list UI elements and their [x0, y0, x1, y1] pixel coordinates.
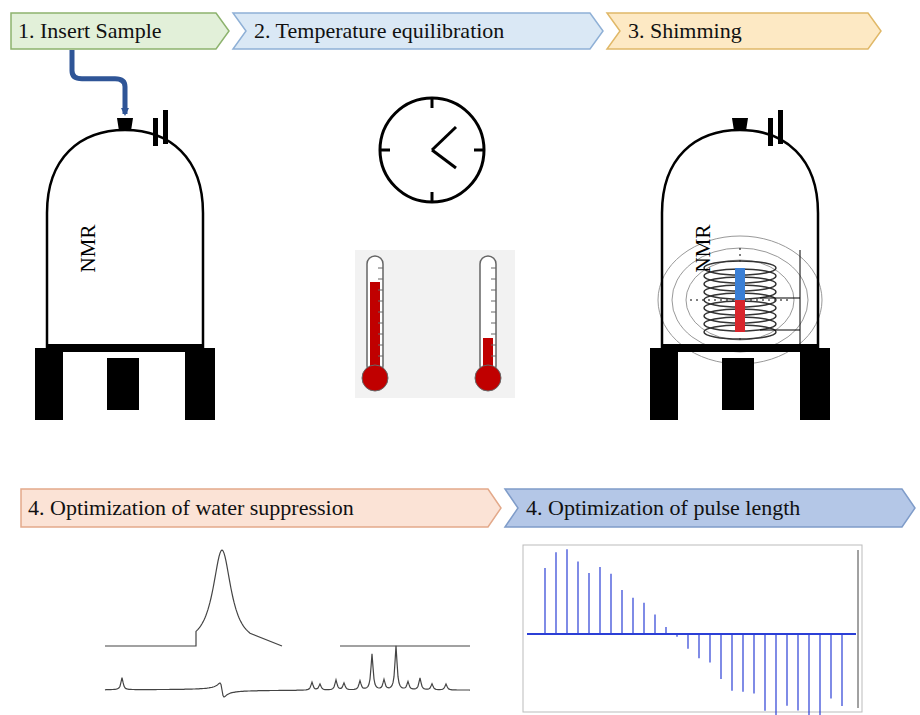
tick [378, 268, 383, 269]
stem [544, 568, 545, 634]
tick [491, 279, 496, 280]
stem [720, 634, 721, 679]
tick [491, 301, 496, 302]
magnet-leg [722, 358, 754, 410]
stem [819, 634, 820, 715]
magnet-base [47, 344, 203, 352]
step-label: 2. Temperature equilibration [254, 18, 504, 44]
nmr-magnet: NMR [35, 118, 215, 420]
stem [665, 627, 666, 634]
stem [599, 567, 600, 634]
tick [378, 356, 383, 357]
tick [378, 301, 383, 302]
water-peak-trace [105, 550, 470, 646]
stem [742, 634, 743, 692]
magnet-label: NMR [76, 225, 101, 273]
field-line [658, 236, 822, 364]
tick [378, 323, 383, 324]
chevron-fill [11, 13, 229, 49]
suppressed-trace [105, 646, 470, 697]
pulse-plot [523, 545, 862, 715]
port-pipe [153, 118, 158, 146]
tick [491, 323, 496, 324]
sample-port [732, 118, 748, 131]
stem [709, 634, 710, 662]
stem [621, 590, 622, 634]
stem [632, 598, 633, 634]
tick [378, 345, 383, 346]
stem [610, 574, 611, 634]
nmr-magnet: NMR [650, 118, 830, 420]
spectra [105, 550, 470, 697]
chevron-fill [21, 489, 501, 527]
stem [841, 634, 842, 706]
magnet-leg [35, 348, 63, 420]
port-pipe [163, 110, 168, 144]
port-pipe [778, 110, 783, 144]
chevron-fill [505, 489, 915, 527]
magnet-label: NMR [691, 225, 716, 273]
step-label: 4. Optimization of water suppression [28, 495, 354, 521]
step-banner: 4. Optimization of water suppression [20, 488, 502, 528]
stem [654, 615, 655, 635]
step-label: 1. Insert Sample [18, 18, 162, 44]
chevron-fill [607, 13, 881, 49]
sample-port [117, 118, 133, 131]
step-banner: 4. Optimization of pulse length [504, 488, 916, 528]
tick [378, 334, 383, 335]
stem [797, 634, 798, 711]
magnet-leg [650, 348, 678, 420]
stem [687, 634, 688, 649]
stem [786, 634, 787, 706]
stem [566, 549, 567, 634]
stem [775, 634, 776, 715]
magnet-body [47, 130, 203, 350]
step-banner: 3. Shimming [606, 12, 882, 50]
stem [764, 634, 765, 711]
tick [378, 312, 383, 313]
tick [378, 290, 383, 291]
tick [491, 312, 496, 313]
tick [491, 334, 496, 335]
stem [555, 552, 556, 634]
step-banner: 1. Insert Sample [10, 12, 230, 50]
insert-arrow [72, 50, 125, 114]
tick [491, 290, 496, 291]
clock-icon [380, 98, 484, 202]
magnet-outline [35, 118, 215, 420]
magnet-outline [650, 118, 830, 420]
stem [753, 634, 754, 694]
stem [588, 573, 589, 634]
stem [830, 634, 831, 699]
tick [491, 268, 496, 269]
tick [491, 345, 496, 346]
thermometer-icons [355, 250, 515, 398]
stem [643, 603, 644, 634]
port-pipe [768, 118, 773, 146]
step-label: 3. Shimming [628, 18, 742, 44]
field-axis [740, 248, 741, 262]
stem [731, 634, 732, 691]
coil-illustration [658, 236, 822, 364]
magnet-leg [185, 348, 215, 420]
stem [698, 634, 699, 658]
chevron-fill [233, 13, 603, 49]
stem [577, 562, 578, 635]
magnet-base [662, 344, 818, 352]
step-label: 4. Optimization of pulse length [526, 495, 800, 521]
step-banner: 2. Temperature equilibration [232, 12, 604, 50]
magnet-body [662, 130, 818, 350]
magnet-leg [800, 348, 830, 420]
tick [491, 356, 496, 357]
tick [378, 279, 383, 280]
stem [808, 634, 809, 715]
magnet-leg [107, 358, 139, 410]
